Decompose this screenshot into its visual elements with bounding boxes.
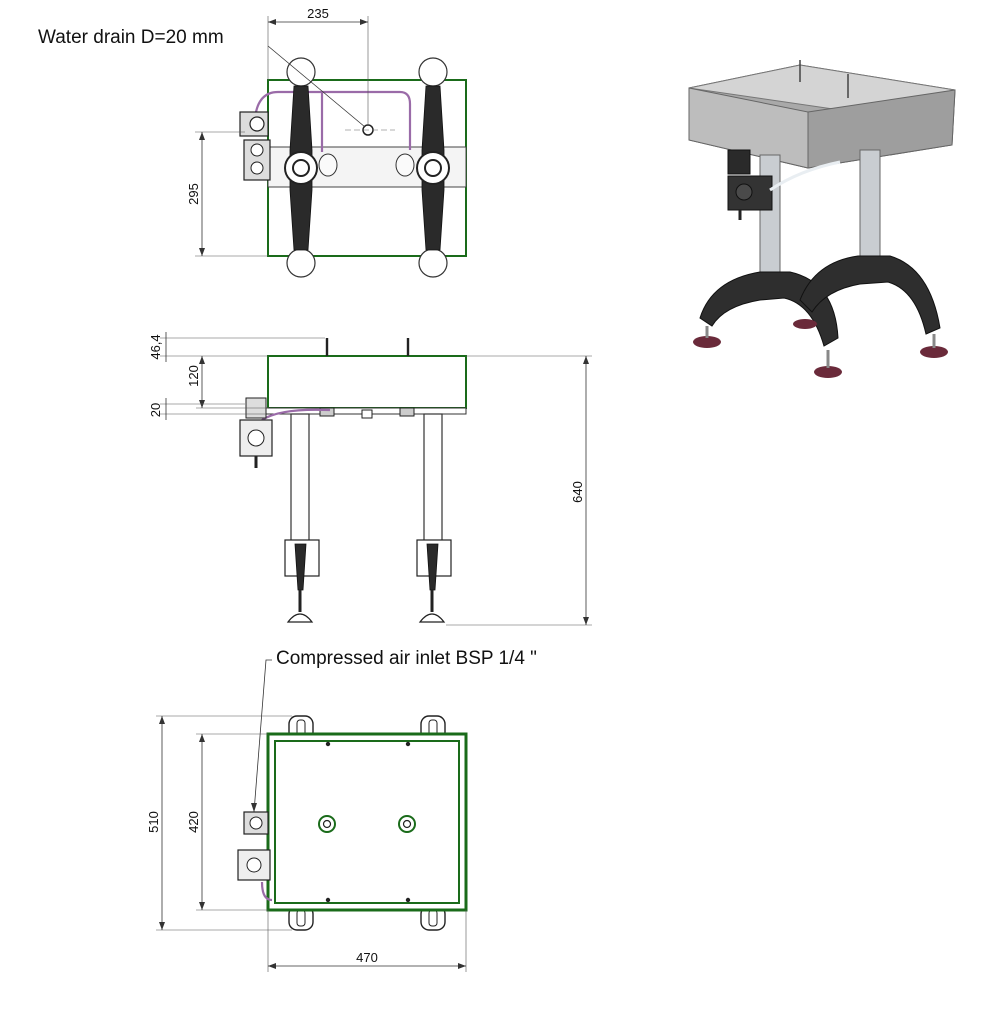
render-box-side bbox=[807, 89, 956, 169]
side-view-left-column bbox=[290, 413, 310, 543]
top-view: 235 295 bbox=[186, 6, 467, 278]
top-view-cylinder-right bbox=[395, 153, 415, 177]
dim-46-4: 46,4 bbox=[148, 334, 163, 359]
top-view-left-leg bbox=[284, 57, 318, 278]
side-view-box bbox=[267, 355, 467, 409]
dim-470: 470 bbox=[356, 950, 378, 965]
top-view-hose bbox=[253, 90, 412, 150]
dim-510: 510 bbox=[146, 811, 161, 833]
render-base-left bbox=[699, 271, 839, 347]
dim-420: 420 bbox=[186, 811, 201, 833]
dim-120: 120 bbox=[186, 365, 201, 387]
dim-295: 295 bbox=[186, 183, 201, 205]
air-inlet-leader bbox=[253, 659, 272, 813]
dim-235: 235 bbox=[307, 6, 329, 21]
isometric-render bbox=[688, 60, 956, 378]
render-column-right bbox=[859, 149, 881, 271]
side-view-left-foot bbox=[284, 539, 320, 623]
render-base-right bbox=[799, 255, 941, 335]
bottom-view-air-unit bbox=[237, 811, 273, 902]
dim-640: 640 bbox=[570, 481, 585, 503]
side-view-right-column bbox=[423, 413, 443, 543]
top-view-right-leg bbox=[416, 57, 450, 278]
water-drain-label: Water drain D=20 mm bbox=[38, 27, 224, 48]
bottom-view-frame bbox=[266, 732, 468, 912]
render-air-unit bbox=[727, 149, 841, 220]
bottom-view-fitting-right bbox=[398, 815, 416, 833]
air-inlet-label: Compressed air inlet BSP 1/4 " bbox=[276, 648, 537, 669]
render-foot bbox=[693, 336, 721, 348]
bottom-view-fitting-left bbox=[318, 815, 336, 833]
side-view: 46,4 120 20 640 bbox=[148, 332, 592, 626]
water-drain-leader bbox=[267, 45, 366, 128]
top-view-air-unit bbox=[239, 111, 271, 181]
render-column-left bbox=[759, 154, 781, 286]
side-view-right-foot bbox=[416, 539, 452, 623]
top-view-cylinder-left bbox=[318, 153, 338, 177]
dim-20: 20 bbox=[148, 403, 163, 417]
bottom-view: 510 420 470 bbox=[146, 659, 468, 972]
